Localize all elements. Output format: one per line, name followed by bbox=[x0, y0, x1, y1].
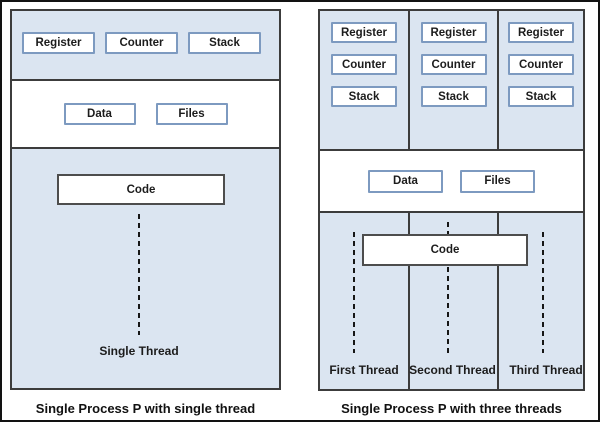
single-thread-label: Single Thread bbox=[99, 344, 179, 358]
shared-resources-section: Data Files bbox=[320, 151, 583, 213]
column-separator bbox=[408, 213, 410, 389]
stack-box: Stack bbox=[508, 86, 574, 107]
code-box: Code bbox=[362, 234, 528, 266]
third-thread-dashed-line bbox=[542, 232, 544, 353]
second-thread-label: Second Thread bbox=[409, 363, 496, 377]
single-thread-process-diagram: Register Counter Stack Data Files Code S… bbox=[10, 9, 281, 390]
first-thread-label: First Thread bbox=[329, 363, 399, 377]
counter-box: Counter bbox=[331, 54, 397, 75]
counter-box: Counter bbox=[105, 32, 178, 54]
register-box: Register bbox=[22, 32, 95, 54]
thread-column-3: Register Counter Stack bbox=[499, 11, 583, 149]
counter-box: Counter bbox=[508, 54, 574, 75]
files-box: Files bbox=[155, 103, 228, 125]
thread-column-2: Register Counter Stack bbox=[410, 11, 499, 149]
multi-thread-process-diagram: Register Counter Stack Register Counter … bbox=[318, 9, 585, 391]
files-box: Files bbox=[460, 169, 535, 193]
register-box: Register bbox=[420, 22, 487, 43]
thread-column-1: Register Counter Stack bbox=[320, 11, 410, 149]
code-box: Code bbox=[57, 174, 225, 205]
right-diagram-caption: Single Process P with three threads bbox=[341, 401, 562, 416]
first-thread-dashed-line bbox=[353, 232, 355, 353]
register-box: Register bbox=[508, 22, 574, 43]
resources-section: Data Files bbox=[12, 81, 279, 149]
code-threads-section: Code First Thread Second Thread Third Th… bbox=[320, 213, 583, 389]
single-thread-dashed-line bbox=[138, 214, 140, 335]
counter-box: Counter bbox=[420, 54, 487, 75]
second-thread-dashed-line bbox=[447, 222, 449, 353]
register-box: Register bbox=[331, 22, 397, 43]
data-box: Data bbox=[63, 103, 136, 125]
code-thread-section: Code Single Thread bbox=[12, 149, 279, 388]
data-box: Data bbox=[368, 169, 443, 193]
column-separator bbox=[497, 213, 499, 389]
stack-box: Stack bbox=[331, 86, 397, 107]
per-thread-registers-section: Register Counter Stack Register Counter … bbox=[320, 11, 583, 151]
third-thread-label: Third Thread bbox=[509, 363, 583, 377]
stack-box: Stack bbox=[420, 86, 487, 107]
left-diagram-caption: Single Process P with single thread bbox=[35, 401, 256, 416]
registers-section: Register Counter Stack bbox=[12, 11, 279, 81]
stack-box: Stack bbox=[188, 32, 261, 54]
